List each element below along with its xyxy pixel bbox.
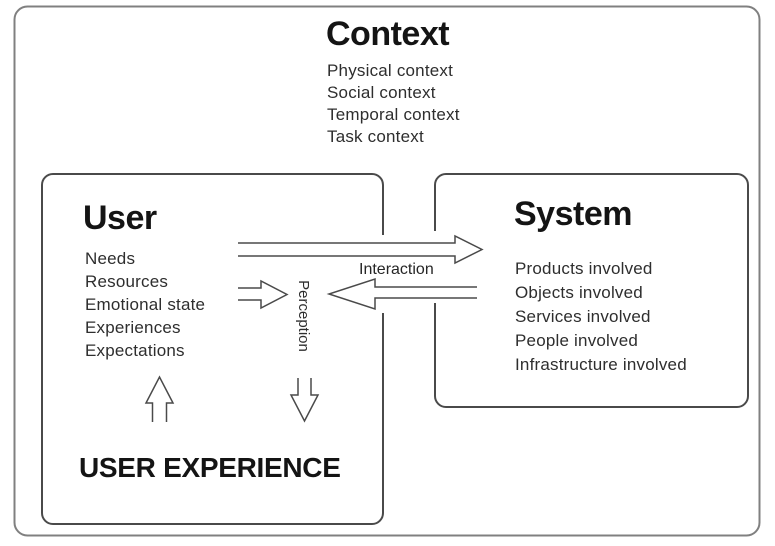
user-item: Experiences [85,318,181,337]
user-item: Needs [85,249,136,268]
arrow-right-small-icon [238,279,289,310]
system-border-gap [430,231,440,303]
system-item: Services involved [515,307,651,326]
system-item: Objects involved [515,283,643,302]
system-item: Infrastructure involved [515,355,687,374]
arrow-right-large-icon [238,234,484,265]
interaction-label: Interaction [359,261,434,278]
perception-label: Perception [295,280,312,352]
user-item-list: Needs Resources Emotional state Experien… [85,247,205,362]
arrow-up-icon [144,375,175,422]
system-item: People involved [515,331,639,350]
arrow-down-icon [289,378,320,423]
arrow-left-icon [326,277,477,311]
context-item: Social context [327,83,436,102]
user-box [41,173,384,525]
user-item: Emotional state [85,295,206,314]
user-border-gap [378,235,388,313]
context-title: Context [326,15,450,53]
context-box [13,5,761,537]
user-experience-label: USER EXPERIENCE [79,452,341,483]
user-item: Expectations [85,341,185,360]
context-item: Physical context [327,61,454,80]
context-item: Task context [327,127,424,146]
user-title: User [83,199,157,237]
system-item: Products involved [515,259,653,278]
user-item: Resources [85,272,169,291]
system-title: System [514,195,632,233]
system-item-list: Products involved Objects involved Servi… [515,257,687,377]
context-item: Temporal context [327,105,460,124]
context-item-list: Physical context Social context Temporal… [327,60,460,148]
